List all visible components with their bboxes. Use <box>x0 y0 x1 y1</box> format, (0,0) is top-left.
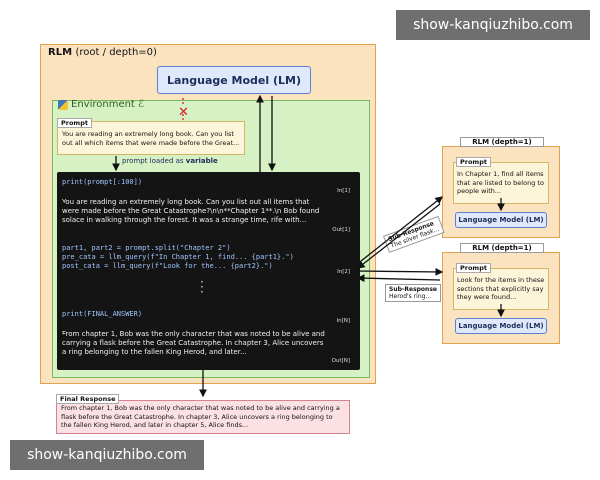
final-response-tag: Final Response <box>56 394 120 404</box>
repl-cell-in-1: print(prompt[:100]) In[1] <box>62 178 350 194</box>
environment-title: Environment ℰ <box>58 99 144 110</box>
in1-to-out1-arrow <box>58 186 67 208</box>
repl-to-sub2-arrow <box>355 268 444 276</box>
blocked-x-icon: ✕ <box>178 105 189 120</box>
watermark-bottom: show-kanqiuzhibo.com <box>10 440 204 470</box>
repl-cell-in-2: part1, part2 = prompt.split("Chapter 2")… <box>62 244 350 275</box>
sub-rlm-2-language-model: Language Model (LM) <box>455 318 547 334</box>
repl-cell-out-1: You are reading an extremely long book. … <box>62 198 350 233</box>
inN-to-outN-arrow <box>58 318 67 340</box>
repl-to-sub1-arrow <box>355 196 444 266</box>
sub-rlm-2-prompt-tag: Prompt <box>456 263 491 273</box>
repl-panel <box>57 172 360 370</box>
repl-cell-out-n: From chapter 1, Bob was the only charact… <box>62 330 350 364</box>
root-language-model: Language Model (LM) <box>157 66 311 94</box>
watermark-top: show-kanqiuzhibo.com <box>396 10 590 40</box>
python-icon <box>58 99 68 110</box>
sub-rlm-1-language-model: Language Model (LM) <box>455 212 547 228</box>
sub-rlm-1-title: RLM (depth=1) <box>460 137 544 147</box>
prompt-loaded-note: prompt loaded as variable <box>122 157 218 165</box>
root-prompt-text: You are reading an extremely long book. … <box>62 130 240 147</box>
rlm-root-title: RLM (root / depth=0) <box>48 47 157 58</box>
repl-cell-in-n: print(FINAL_ANSWER) In[N] <box>62 310 350 324</box>
final-response-card: From chapter 1, Bob was the only charact… <box>56 400 350 434</box>
sub-rlm-1-prompt-card: In Chapter 1, find all items that are li… <box>453 162 549 204</box>
root-prompt-tag: Prompt <box>57 118 92 128</box>
final-response-text: From chapter 1, Bob was the only charact… <box>61 404 340 429</box>
sub-rlm-1-prompt-tag: Prompt <box>456 157 491 167</box>
sub-rlm-2-prompt-card: Look for the items in these sections tha… <box>453 268 549 310</box>
sub-rlm-2-title: RLM (depth=1) <box>460 243 544 253</box>
repl-ellipsis: ··· <box>200 275 204 299</box>
sub2-to-repl-arrow <box>356 274 441 283</box>
sub1-to-repl-arrow <box>356 203 441 269</box>
